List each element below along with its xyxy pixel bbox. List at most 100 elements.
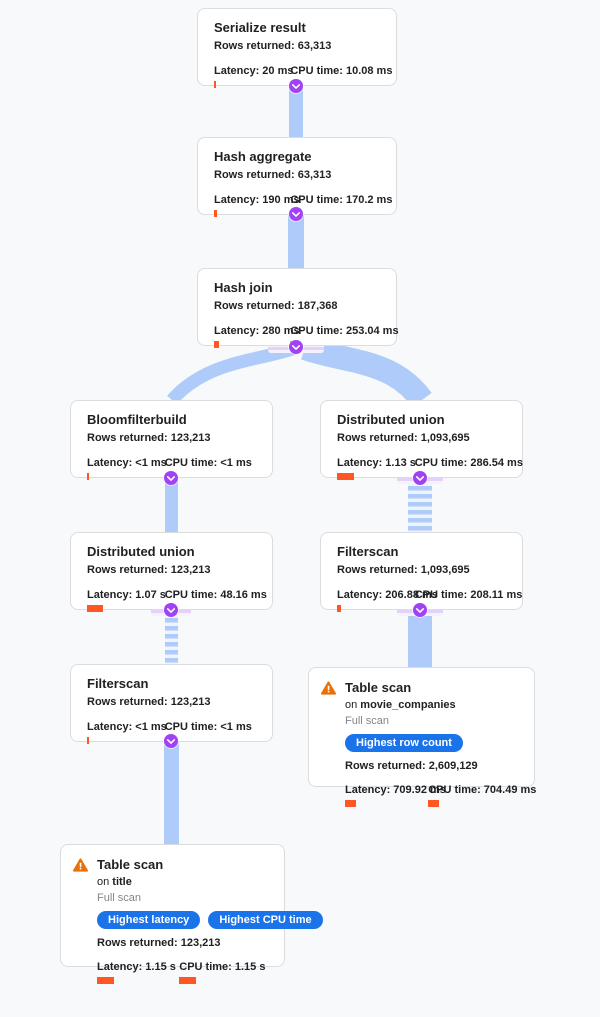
- plan-node-serialize-result[interactable]: Serialize result Rows returned: 63,313 L…: [197, 8, 397, 88]
- table-name-line: on title: [97, 876, 272, 889]
- cpu-metric: CPU time: 286.54 ms: [414, 457, 523, 480]
- plan-node-table-scan-movie-companies[interactable]: Table scan on movie_companies Full scan …: [308, 667, 536, 807]
- plan-node-table-scan-title[interactable]: Table scan on title Full scan Highest la…: [60, 844, 323, 984]
- collapse-button-distributed-union-right[interactable]: [413, 471, 427, 485]
- latency-metric: Latency: 206.88 ms: [337, 589, 438, 612]
- latency-bar: [97, 977, 114, 984]
- table-name: movie_companies: [360, 699, 456, 711]
- cpu-metric: CPU time: <1 ms: [164, 721, 256, 744]
- scan-type: Full scan: [97, 892, 142, 904]
- edge-filterscan-to-tablescan-right: [408, 610, 432, 668]
- latency-metric: Latency: <1 ms: [87, 457, 167, 480]
- collapse-button-hash-aggregate[interactable]: [289, 207, 303, 221]
- cpu-label: CPU time: 208.11 ms: [414, 589, 523, 601]
- latency-label: Latency: 1.13 s: [337, 457, 416, 469]
- latency-bar: [214, 341, 219, 348]
- collapse-button-bloomfilterbuild[interactable]: [164, 471, 178, 485]
- rows-returned: Rows returned: 1,093,695: [337, 432, 470, 444]
- node-title: Distributed union: [337, 412, 445, 427]
- metrics-row: Latency: 280 ms CPU time: 253.04 ms: [214, 325, 399, 348]
- latency-bar: [337, 473, 354, 480]
- collapse-button-serialize[interactable]: [289, 79, 303, 93]
- cpu-label: CPU time: 10.08 ms: [290, 65, 393, 77]
- latency-metric: Latency: 709.92 ms: [345, 784, 446, 807]
- latency-label: Latency: 709.92 ms: [345, 784, 446, 796]
- metrics-row: Latency: 1.13 s CPU time: 286.54 ms: [337, 457, 523, 480]
- latency-label: Latency: <1 ms: [87, 721, 167, 733]
- node-title: Bloomfilterbuild: [87, 412, 187, 427]
- rows-returned: Rows returned: 187,368: [214, 300, 338, 312]
- edge-distributed-union-to-filterscan-right: [408, 478, 432, 533]
- node-title: Serialize result: [214, 20, 306, 35]
- edge-bloomfilterbuild-to-distributed-union: [165, 478, 178, 533]
- badges-row: Highest latency Highest CPU time: [97, 911, 323, 929]
- rows-returned: Rows returned: 123,213: [97, 937, 221, 949]
- chevron-down-icon: [167, 607, 175, 613]
- badges-row: Highest row count: [345, 734, 522, 752]
- node-title: Hash aggregate: [214, 149, 312, 164]
- warning-triangle-icon: [321, 681, 336, 695]
- plan-node-hash-join[interactable]: Hash join Rows returned: 187,368 Latency…: [197, 268, 399, 348]
- collapse-button-distributed-union-left[interactable]: [164, 603, 178, 617]
- latency-bar: [214, 81, 216, 88]
- edge-serialize-to-hashaggregate: [289, 86, 303, 138]
- cpu-bar: [179, 977, 197, 984]
- rows-returned: Rows returned: 63,313: [214, 40, 332, 52]
- scan-type: Full scan: [345, 715, 390, 727]
- latency-metric: Latency: 280 ms: [214, 325, 300, 348]
- latency-bar: [87, 737, 89, 744]
- node-title: Filterscan: [87, 676, 149, 691]
- collapse-button-filterscan-right[interactable]: [413, 603, 427, 617]
- collapse-button-hash-join[interactable]: [289, 340, 303, 354]
- node-title: Filterscan: [337, 544, 399, 559]
- plan-node-filterscan-right[interactable]: Filterscan Rows returned: 1,093,695 Late…: [320, 532, 523, 612]
- chevron-down-icon: [292, 83, 300, 89]
- latency-metric: Latency: 1.13 s: [337, 457, 416, 480]
- on-prefix: on: [345, 699, 361, 711]
- metrics-row: Latency: 190 ms CPU time: 170.2 ms: [214, 194, 392, 217]
- metrics-row: Latency: 709.92 ms CPU time: 704.49 ms: [345, 784, 536, 807]
- plan-node-distributed-union-right[interactable]: Distributed union Rows returned: 1,093,6…: [320, 400, 523, 480]
- cpu-metric: CPU time: 10.08 ms: [290, 65, 392, 88]
- cpu-metric: CPU time: 1.15 s: [179, 961, 272, 984]
- cpu-label: CPU time: 253.04 ms: [290, 325, 399, 337]
- latency-bar: [345, 800, 356, 807]
- latency-metric: Latency: 190 ms: [214, 194, 300, 217]
- edge-distributed-union-to-filterscan-left: [165, 610, 178, 665]
- metrics-row: Latency: <1 ms CPU time: <1 ms: [87, 457, 256, 480]
- cpu-label: CPU time: <1 ms: [164, 457, 252, 469]
- collapse-button-filterscan-left[interactable]: [164, 734, 178, 748]
- metrics-row: Latency: 1.15 s CPU time: 1.15 s: [97, 961, 272, 984]
- cpu-metric: CPU time: 253.04 ms: [290, 325, 399, 348]
- rows-returned: Rows returned: 63,313: [214, 169, 332, 181]
- latency-bar: [337, 605, 341, 612]
- table-name-line: on movie_companies: [345, 699, 522, 712]
- cpu-metric: CPU time: 704.49 ms: [428, 784, 536, 807]
- chevron-down-icon: [292, 344, 300, 350]
- cpu-label: CPU time: <1 ms: [164, 721, 252, 733]
- latency-label: Latency: 206.88 ms: [337, 589, 438, 601]
- latency-bar: [214, 210, 217, 217]
- cpu-metric: CPU time: 170.2 ms: [290, 194, 392, 217]
- badge-highest-cpu-time: Highest CPU time: [208, 911, 323, 929]
- latency-metric: Latency: 1.07 s: [87, 589, 166, 612]
- node-title: Table scan: [345, 680, 412, 695]
- plan-node-filterscan-left[interactable]: Filterscan Rows returned: 123,213 Latenc…: [70, 664, 273, 744]
- cpu-label: CPU time: 1.15 s: [179, 961, 266, 973]
- cpu-metric: CPU time: <1 ms: [164, 457, 256, 480]
- chevron-down-icon: [416, 607, 424, 613]
- plan-node-bloomfilterbuild[interactable]: Bloomfilterbuild Rows returned: 123,213 …: [70, 400, 273, 480]
- leaf-body: on title Full scan Highest latency Highe…: [97, 876, 323, 984]
- plan-node-distributed-union-left[interactable]: Distributed union Rows returned: 123,213…: [70, 532, 273, 612]
- latency-metric: Latency: 1.15 s: [97, 961, 179, 984]
- cpu-metric: CPU time: 48.16 ms: [164, 589, 267, 612]
- warning-triangle-icon: [73, 858, 88, 872]
- rows-returned: Rows returned: 123,213: [87, 564, 211, 576]
- latency-label: Latency: 280 ms: [214, 325, 300, 337]
- cpu-metric: CPU time: 208.11 ms: [414, 589, 523, 612]
- plan-node-hash-aggregate[interactable]: Hash aggregate Rows returned: 63,313 Lat…: [197, 137, 397, 217]
- rows-returned: Rows returned: 123,213: [87, 432, 211, 444]
- rows-returned: Rows returned: 1,093,695: [337, 564, 470, 576]
- edge-hashjoin-branches: [167, 346, 432, 400]
